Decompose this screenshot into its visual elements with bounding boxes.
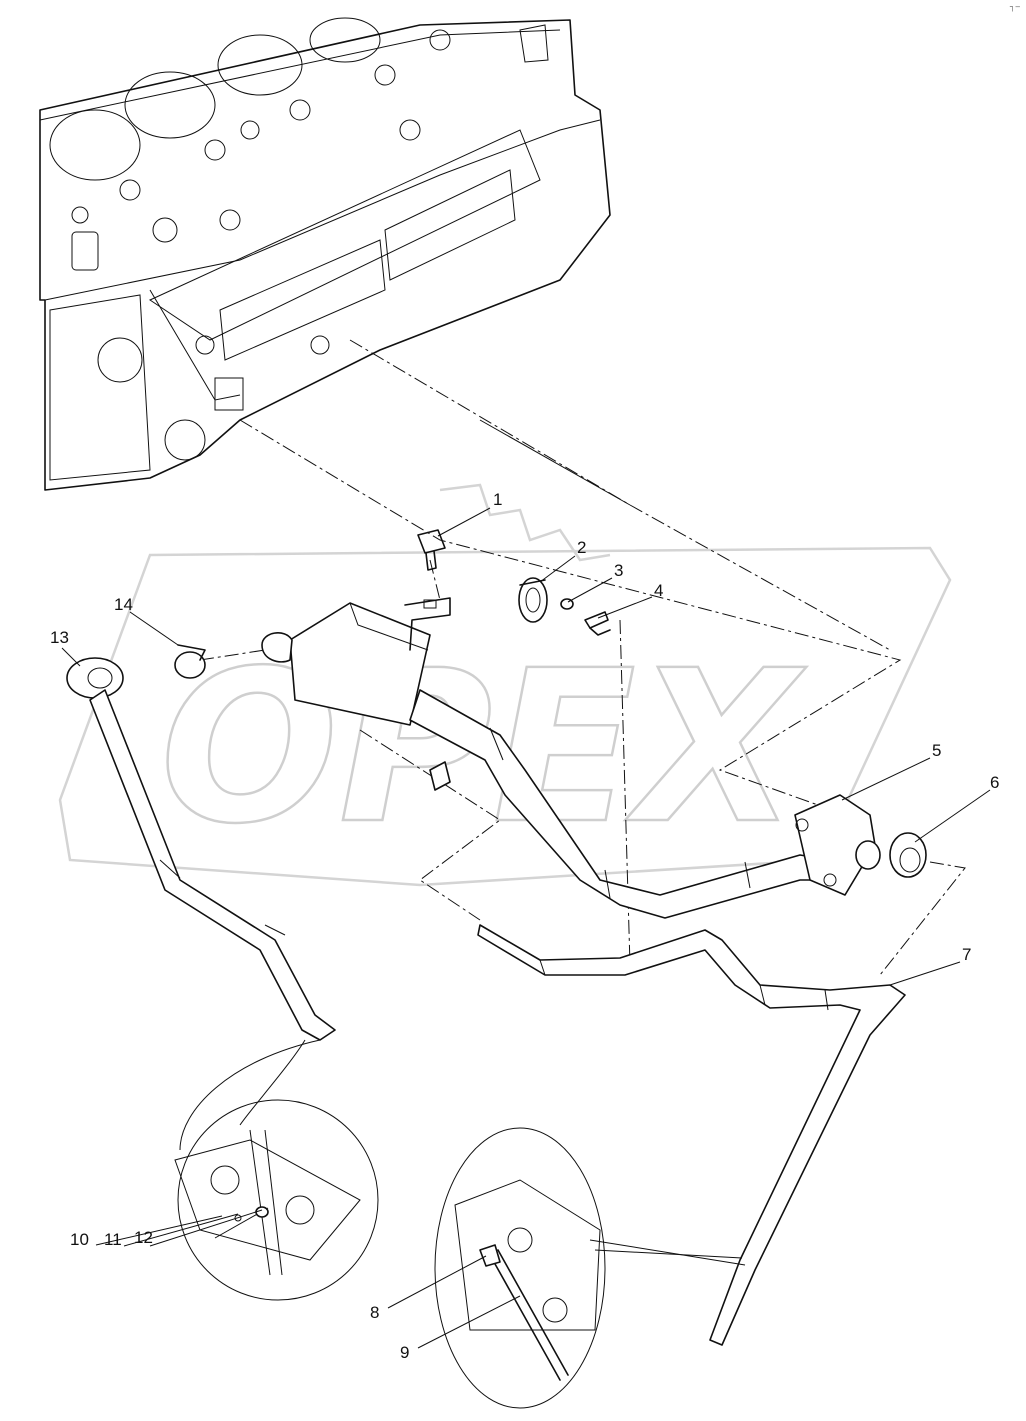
breather-assembly — [261, 597, 833, 919]
callout-11: 11 — [104, 1230, 122, 1249]
callout-4: 4 — [654, 581, 663, 600]
small-clip — [429, 761, 451, 791]
pipe-part-7 — [477, 924, 906, 1346]
callout-8: 8 — [370, 1303, 379, 1322]
clamp-part-14 — [174, 644, 206, 679]
callout-labels: 1 2 3 4 5 6 7 8 9 10 11 12 13 14 — [50, 490, 999, 1362]
callout-1: 1 — [493, 490, 502, 509]
callout-5: 5 — [932, 741, 941, 760]
callout-3: 3 — [614, 561, 623, 580]
corner-mark: ┐– — [1009, 2, 1020, 11]
detail-view-left — [174, 1039, 379, 1301]
callout-14: 14 — [114, 595, 133, 614]
callout-12: 12 — [134, 1228, 153, 1247]
screw-part-4 — [584, 611, 611, 636]
callout-10: 10 — [70, 1230, 89, 1249]
callout-13: 13 — [50, 628, 69, 647]
callout-2: 2 — [577, 538, 586, 557]
washer-part-3 — [560, 598, 574, 610]
engine-block — [39, 17, 611, 491]
bolt-part-1 — [417, 529, 446, 571]
clamp-part-6 — [889, 832, 927, 878]
callout-7: 7 — [962, 945, 971, 964]
detail-view-right — [434, 1127, 746, 1409]
callout-9: 9 — [400, 1343, 409, 1362]
leader-lines — [61, 507, 991, 1349]
clamp-part-2 — [518, 577, 548, 623]
callout-6: 6 — [990, 773, 999, 792]
flange-part-5 — [794, 794, 881, 896]
